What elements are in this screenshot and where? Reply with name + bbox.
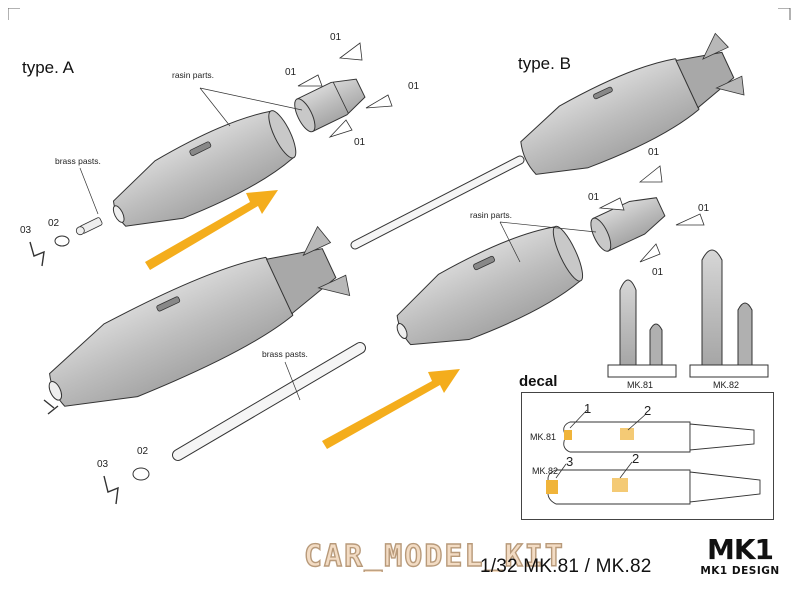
crop-mark-top-right	[778, 8, 791, 20]
watermark-logo: CAR_MODEL_KIT	[303, 538, 565, 572]
fin-a-2	[297, 74, 323, 87]
part-number-01: 01	[285, 67, 297, 78]
decal-box	[521, 392, 774, 520]
rasin-parts-a-label: rasin parts.	[172, 70, 215, 80]
part-number-02: 02	[48, 218, 60, 229]
fin-a-1	[338, 42, 363, 61]
fuse-prop-a-bottom	[43, 399, 59, 415]
part-number-01: 01	[588, 192, 600, 203]
decal-number-2: 2	[644, 403, 652, 418]
decal-number-1: 1	[584, 401, 592, 416]
part-number-01: 01	[330, 32, 342, 43]
leader-brass-b	[284, 361, 301, 401]
assembly-arrow-b	[322, 369, 460, 449]
fin-b-2	[598, 197, 625, 211]
part-number-03: 03	[20, 225, 32, 236]
ring-02-bottom	[132, 467, 150, 481]
part-number-01: 01	[354, 137, 366, 148]
type-a-title: type. A	[22, 58, 74, 77]
rasin-parts-b-label: rasin parts.	[470, 210, 513, 220]
brass-pasts-a-label: brass pasts.	[55, 156, 101, 166]
decal-mk82-label: MK.82	[532, 466, 559, 476]
fin-b-4	[639, 243, 661, 263]
leader-rasin-a	[199, 87, 303, 127]
decal-number-2: 2	[632, 451, 640, 466]
brass-fuse-a-top	[75, 217, 103, 236]
part-number-01: 01	[648, 147, 660, 158]
fin-a-3	[365, 94, 393, 109]
type-b-title: type. B	[518, 54, 571, 73]
decal-mk81-diagram	[563, 421, 755, 453]
leader-rasin-b	[499, 221, 597, 263]
brass-pasts-b-label: brass pasts.	[262, 349, 308, 359]
tail-cone-a-top	[294, 78, 366, 133]
bomb-type-b-top	[520, 32, 745, 175]
part-number-01: 01	[408, 81, 420, 92]
rod-brass-bottom-fill	[173, 343, 365, 460]
part-number-01: 01	[652, 267, 664, 278]
decal-mk81-label: MK.81	[530, 432, 557, 442]
stand-mk82	[689, 249, 769, 378]
part-number-01: 01	[698, 203, 710, 214]
part-number-03: 03	[97, 459, 109, 470]
assembly-arrow-a	[145, 190, 278, 270]
stand-mk81	[607, 279, 677, 378]
fin-b-3	[675, 213, 705, 226]
bomb-type-a-bottom	[48, 225, 351, 407]
tail-cone-b	[590, 197, 666, 252]
fin-a-4	[328, 119, 353, 138]
stand-mk82-label: MK.82	[713, 380, 740, 390]
part-number-02: 02	[137, 446, 149, 457]
clip-03-bottom	[103, 475, 119, 505]
rod-type-b-top-fill	[351, 156, 524, 249]
bomb-type-a-top	[112, 110, 297, 227]
decal-number-3: 3	[566, 454, 574, 469]
bomb-type-b-bottom	[396, 225, 584, 346]
decal-mk82-diagram	[546, 469, 761, 505]
clip-03-top	[29, 241, 45, 267]
ring-02-top	[54, 235, 70, 247]
mk1-design-logo: MK1 MK1 DESIGN	[700, 535, 780, 581]
stand-mk81-label: MK.81	[627, 380, 654, 390]
fin-b-1	[638, 165, 663, 183]
watermark-text: CAR_MODEL_KIT	[304, 539, 565, 572]
decal-title: decal	[519, 373, 558, 390]
kit-scale-title: 1/32 MK.81 / MK.82	[480, 556, 652, 577]
leader-brass-a	[79, 167, 99, 215]
logo-mark: MK1	[706, 533, 774, 566]
decal-leaders	[555, 409, 647, 479]
logo-text: MK1 DESIGN	[700, 565, 780, 577]
